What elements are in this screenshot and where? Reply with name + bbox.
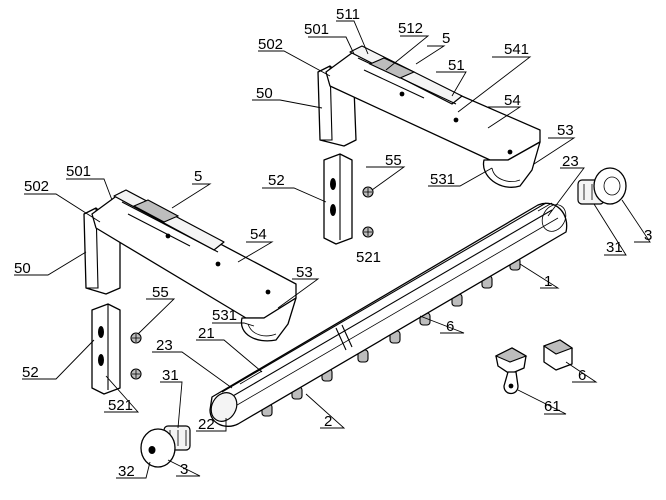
callout-50-left: 50 — [14, 260, 31, 277]
mid-clip — [323, 153, 353, 245]
callout-3-left: 3 — [180, 461, 188, 478]
callout-53-left: 53 — [296, 264, 313, 281]
callout-53-top: 53 — [557, 122, 574, 139]
callout-52-mid: 52 — [268, 172, 285, 189]
rail-joint — [341, 324, 353, 348]
left-arm — [91, 191, 297, 319]
callout-23-left: 23 — [156, 337, 173, 354]
callout-512: 512 — [398, 20, 423, 37]
mid-screws — [362, 186, 374, 238]
callout-501-left: 501 — [66, 163, 91, 180]
left-end-cap — [140, 425, 191, 468]
callout-541: 541 — [504, 41, 529, 58]
callout-5-left: 5 — [194, 168, 202, 185]
callout-531-top: 531 — [430, 171, 455, 188]
left-clip — [91, 303, 121, 395]
leader-lines — [14, 20, 651, 479]
callout-21: 21 — [198, 325, 215, 342]
left-hook — [240, 297, 297, 342]
rail-assembly — [209, 202, 568, 427]
callout-502-left: 502 — [24, 178, 49, 195]
callout-502-top: 502 — [258, 36, 283, 53]
callout-521-mid: 521 — [356, 249, 381, 266]
left-bracket — [83, 189, 297, 342]
runner-part — [542, 339, 574, 371]
callout-6-rail: 6 — [446, 318, 454, 335]
callout-51: 51 — [448, 57, 465, 74]
upper-bracket — [317, 45, 541, 188]
callout-52-left: 52 — [22, 364, 39, 381]
upper-hook — [482, 141, 541, 188]
callout-50-top: 50 — [256, 85, 273, 102]
callout-54-left: 54 — [250, 226, 267, 243]
callout-501-top: 501 — [304, 21, 329, 38]
callout-32: 32 — [118, 463, 135, 480]
callout-2: 2 — [324, 413, 332, 430]
callout-23-right: 23 — [562, 153, 579, 170]
callout-511: 511 — [336, 6, 360, 23]
callout-5-top: 5 — [442, 30, 450, 47]
rail-body — [209, 202, 568, 427]
callout-531-left: 531 — [212, 307, 237, 324]
callout-1: 1 — [544, 273, 552, 290]
callout-labels: 501 511 512 5 502 541 51 50 54 53 23 55 … — [14, 6, 652, 480]
callout-521-left: 521 — [108, 397, 133, 414]
callout-31-left: 31 — [162, 367, 179, 384]
callout-22: 22 — [198, 416, 215, 433]
callout-6-right: 6 — [578, 367, 586, 384]
callout-55-left: 55 — [152, 284, 169, 301]
callout-55-mid: 55 — [385, 152, 402, 169]
glider-hook — [494, 347, 528, 395]
right-end-cap — [577, 167, 627, 205]
left-screws — [130, 332, 142, 380]
callout-54-top: 54 — [504, 92, 521, 109]
callout-31-right: 31 — [606, 239, 623, 256]
callout-61: 61 — [544, 398, 561, 415]
callout-3-right: 3 — [644, 227, 652, 244]
